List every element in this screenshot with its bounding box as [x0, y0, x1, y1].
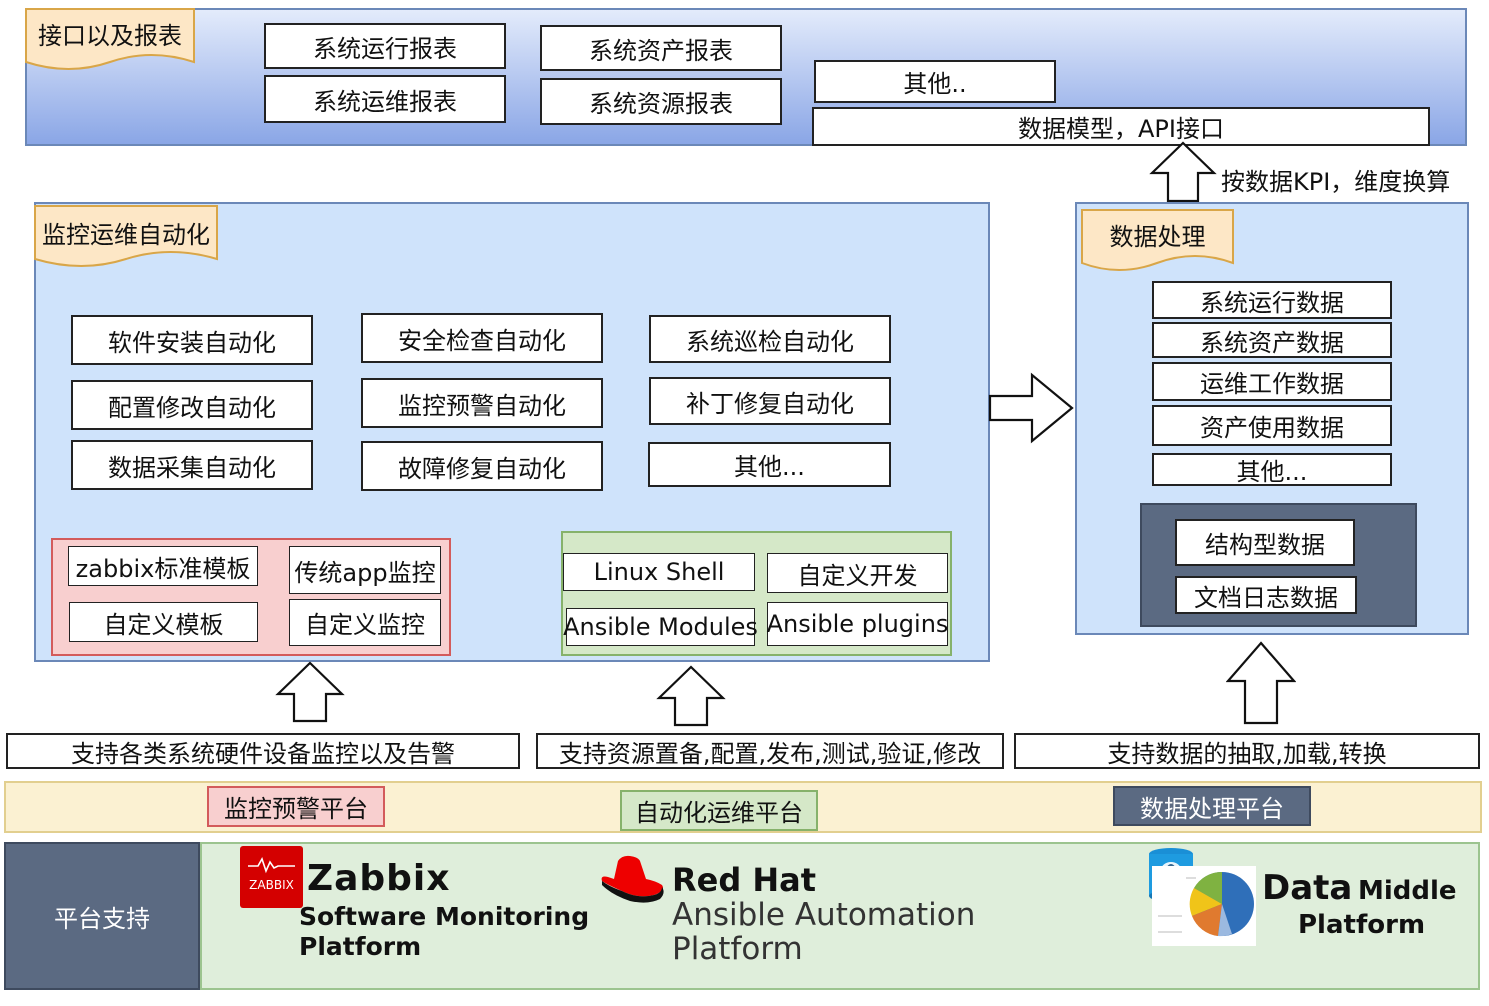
data-platform-word: Data — [1262, 868, 1353, 908]
config-change-automation: 配置修改自动化 — [71, 380, 313, 430]
zabbix-logo-icon: ZABBIX — [240, 846, 303, 908]
automation-tag-label: 监控运维自动化 — [42, 221, 210, 249]
kpi-arrow-label: 按数据KPI，维度换算 — [1221, 168, 1451, 196]
traditional-app-monitor: 传统app监控 — [289, 546, 441, 594]
monitor-alert-automation: 监控预警自动化 — [361, 378, 603, 428]
security-check-automation: 安全检查自动化 — [361, 313, 603, 363]
zabbix-subtitle-line2: Platform — [299, 932, 422, 961]
report-system-run: 系统运行报表 — [264, 23, 506, 69]
document-log-data: 文档日志数据 — [1175, 576, 1357, 614]
fault-repair-automation: 故障修复自动化 — [361, 441, 603, 491]
flow-right-arrow — [988, 372, 1074, 444]
data-support-text: 支持数据的抽取,加载,转换 — [1014, 733, 1480, 769]
monitor-up-arrow — [275, 661, 345, 723]
redhat-title: Red Hat — [672, 861, 817, 899]
data-collection-automation: 数据采集自动化 — [71, 440, 313, 490]
report-system-resources: 系统资源报表 — [540, 78, 782, 125]
patch-repair-automation: 补丁修复自动化 — [649, 377, 891, 425]
report-other: 其他.. — [814, 60, 1056, 103]
data-up-arrow — [1226, 641, 1296, 725]
structured-data: 结构型数据 — [1175, 519, 1355, 566]
api-interface: 数据模型，API接口 — [812, 107, 1430, 146]
zabbix-subtitle-line1: Software Monitoring — [299, 902, 590, 931]
kpi-up-arrow — [1149, 141, 1217, 203]
data-platform-platform: Platform — [1298, 910, 1426, 940]
asset-usage-data: 资产使用数据 — [1152, 405, 1392, 446]
automation-tag: 监控运维自动化 — [34, 205, 218, 271]
zabbix-icon-text: ZABBIX — [249, 878, 294, 892]
ansible-modules: Ansible Modules — [563, 608, 758, 646]
redhat-hat-icon — [601, 855, 664, 903]
redhat-subtitle-line2: Platform — [672, 931, 803, 967]
redhat-subtitle-line1: Ansible Automation — [672, 897, 976, 933]
top-section-tag-label: 接口以及报表 — [38, 22, 182, 50]
automation-support-text: 支持资源置备,配置,发布,测试,验证,修改 — [536, 733, 1004, 769]
zabbix-title: Zabbix — [307, 858, 451, 899]
report-system-ops: 系统运维报表 — [264, 75, 506, 123]
platform-logos-panel — [200, 842, 1480, 990]
report-system-assets: 系统资产报表 — [540, 25, 782, 71]
system-asset-data: 系统资产数据 — [1152, 322, 1392, 358]
data-processing-tag: 数据处理 — [1081, 209, 1234, 275]
automation-platform-label: 自动化运维平台 — [620, 790, 818, 831]
custom-development: 自定义开发 — [767, 553, 948, 593]
top-section-tag: 接口以及报表 — [25, 8, 195, 74]
automation-other: 其他... — [648, 442, 891, 487]
custom-monitor: 自定义监控 — [289, 599, 441, 646]
data-other: 其他... — [1152, 453, 1392, 486]
pie-chart-icon — [1152, 866, 1256, 946]
monitor-support-text: 支持各类系统硬件设备监控以及告警 — [6, 733, 520, 769]
software-install-automation: 软件安装自动化 — [71, 315, 313, 365]
data-platform-middle: Middle — [1358, 876, 1457, 906]
platform-support-label-box: 平台支持 — [4, 842, 200, 990]
data-processing-tag-label: 数据处理 — [1109, 223, 1206, 251]
monitor-platform-label: 监控预警平台 — [207, 786, 385, 827]
ops-work-data: 运维工作数据 — [1152, 362, 1392, 401]
ansible-plugins: Ansible plugins — [767, 602, 948, 646]
system-inspection-automation: 系统巡检自动化 — [649, 315, 891, 363]
system-run-data: 系统运行数据 — [1152, 281, 1392, 319]
linux-shell: Linux Shell — [563, 553, 755, 591]
zabbix-standard-template: zabbix标准模板 — [68, 546, 258, 586]
custom-template: 自定义模板 — [69, 602, 258, 642]
platform-support-label: 平台支持 — [54, 904, 150, 933]
data-platform-label: 数据处理平台 — [1113, 786, 1311, 826]
automation-up-arrow — [656, 665, 726, 727]
